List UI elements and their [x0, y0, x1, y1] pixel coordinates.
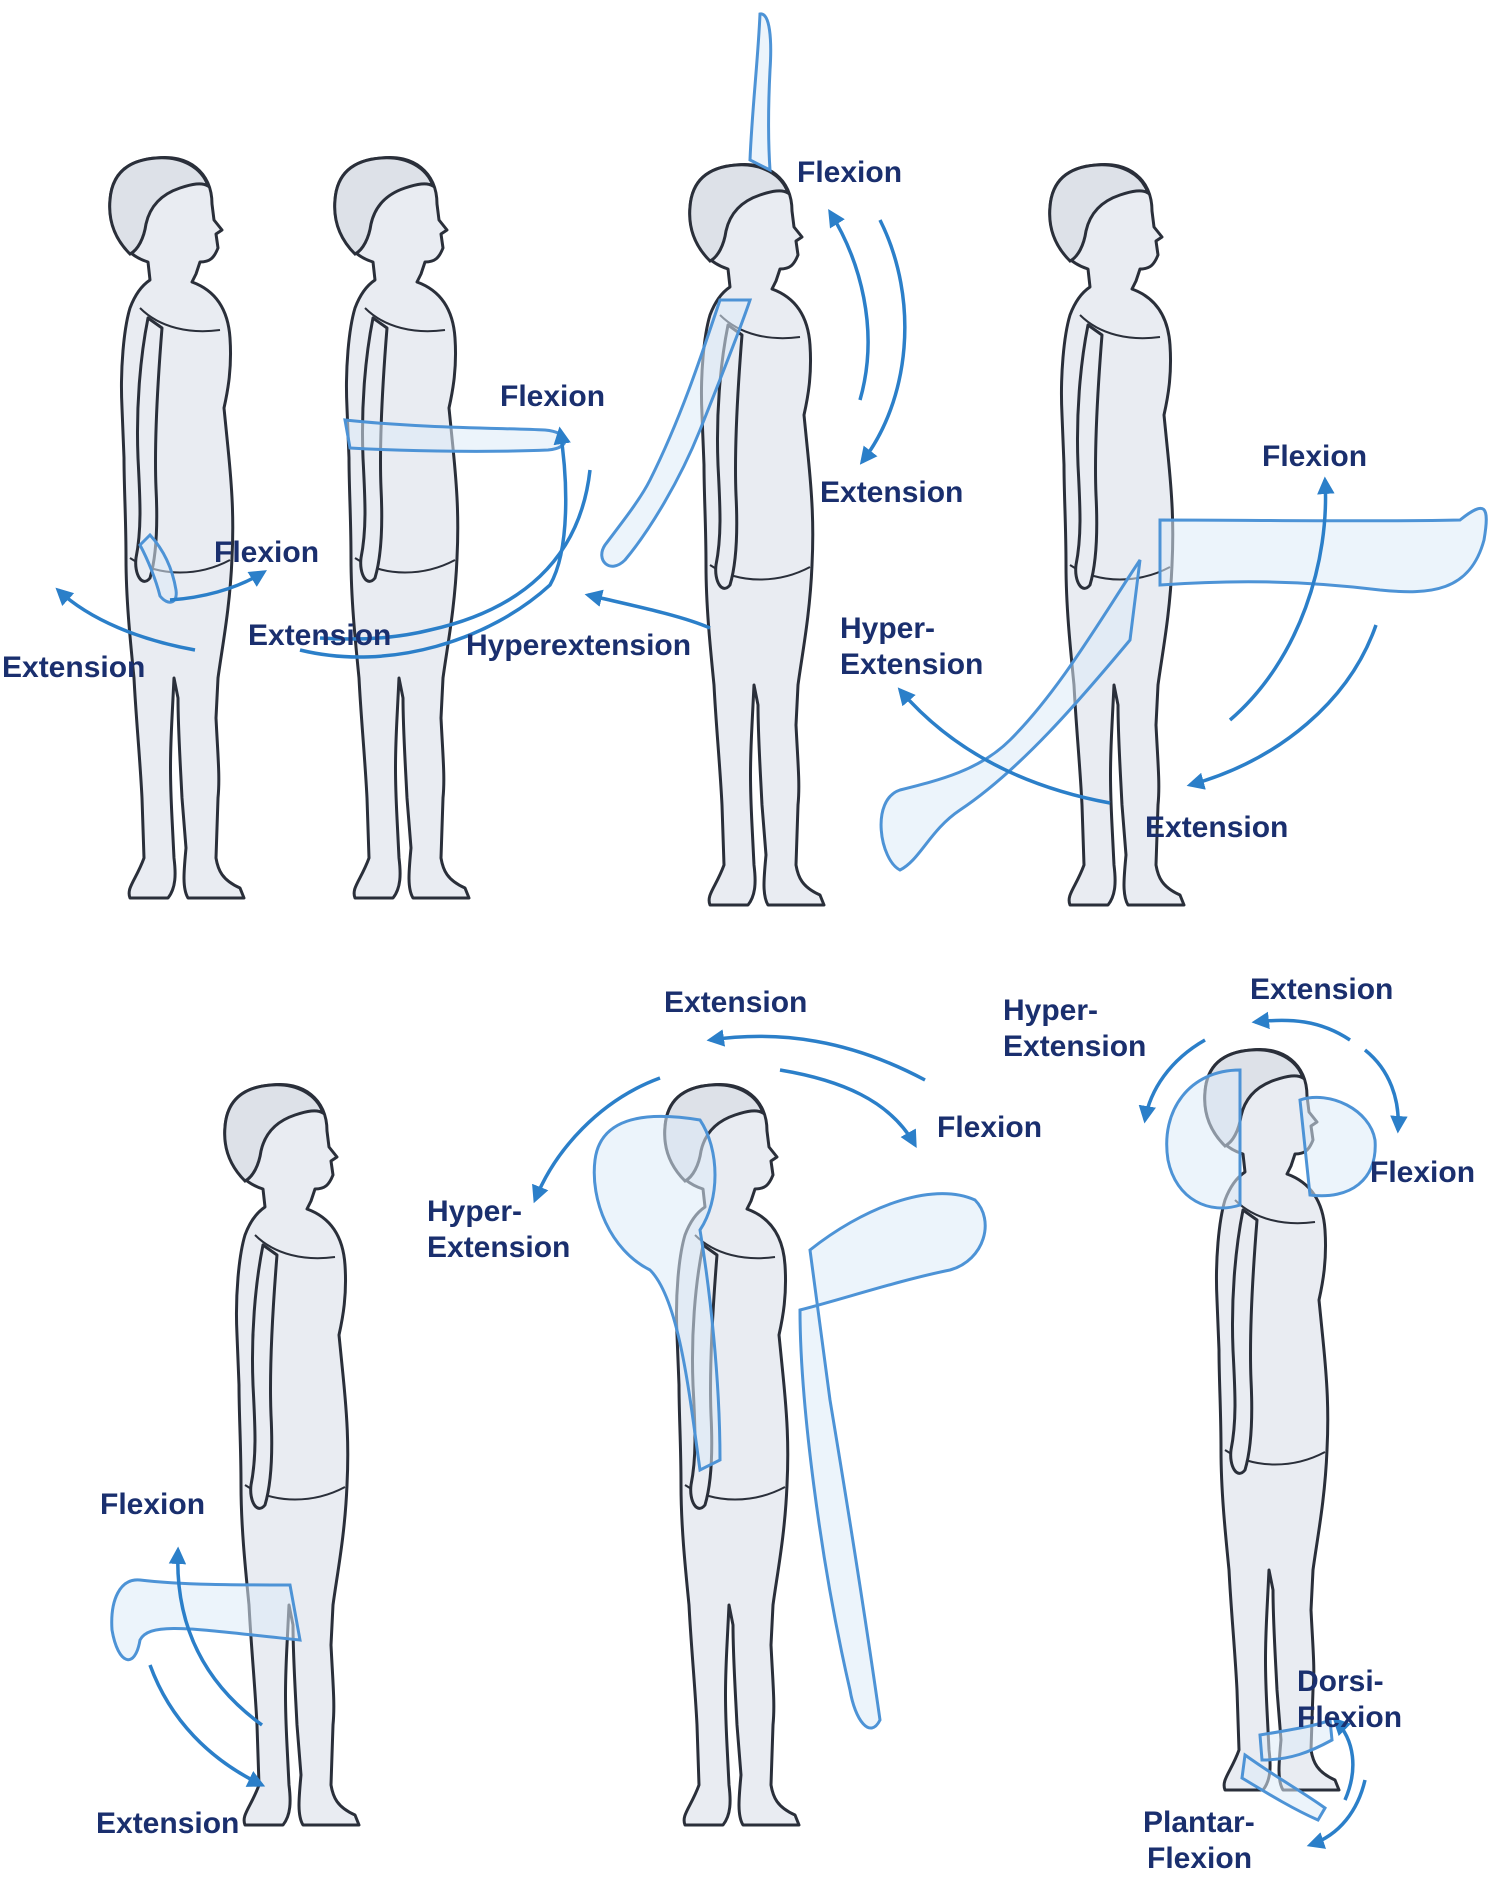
trunk-hyperextension-ghost: [592, 1114, 722, 1473]
ankle-plantar-flexion-label: Flexion: [1147, 1842, 1252, 1875]
ankle-dorsi-label: Dorsi-: [1297, 1665, 1384, 1698]
shoulder-raised-arm-ghost: [748, 12, 773, 173]
hip-extension-label: Extension: [1145, 811, 1288, 844]
elbow-forearm-ghost: [343, 418, 567, 453]
neck-hyperextension-ghost: [1165, 1068, 1242, 1210]
knee-extension-arrow: [148, 1664, 266, 1787]
shoulder-flexion-label: Flexion: [797, 156, 902, 189]
hip-hyper-label: Hyper-: [840, 612, 935, 645]
hip-hyperextension-arrow: [897, 687, 1111, 805]
hip-flexion-label: Flexion: [1262, 440, 1367, 473]
wrist-extension-label: Extension: [2, 651, 145, 684]
trunk-hyper-extension-label: Extension: [427, 1231, 570, 1264]
ankle-plantarflexion-ghost: [1240, 1752, 1327, 1822]
neck-hyperextension-arrow: [1138, 1038, 1206, 1124]
neck-flexion-ghost: [1298, 1095, 1377, 1198]
elbow-flexion-arrow: [299, 426, 571, 659]
wrist-flexion-label: Flexion: [214, 536, 319, 569]
neck-hyper-label: Hyper-: [1003, 994, 1098, 1027]
trunk-hyper-label: Hyper-: [427, 1195, 522, 1228]
ankle-plantar-label: Plantar-: [1143, 1806, 1255, 1839]
knee-lower-leg-ghost: [110, 1578, 302, 1662]
ankle-dorsiflexion-arrow: [1332, 1717, 1355, 1801]
trunk-flexion-label: Flexion: [937, 1111, 1042, 1144]
elbow-flexion-label: Flexion: [500, 380, 605, 413]
neck-extension-label: Extension: [1250, 973, 1393, 1006]
figure-elbow: [299, 155, 592, 900]
knee-extension-label: Extension: [96, 1807, 239, 1840]
shoulder-flexion-arrow: [828, 209, 870, 401]
trunk-extension-label: Extension: [664, 986, 807, 1019]
neck-flexion-label: Flexion: [1370, 1156, 1475, 1189]
shoulder-extension-label: Extension: [820, 476, 963, 509]
shoulder-hyperextension-label: Hyperextension: [466, 629, 691, 662]
hip-flexion-arrow: [1228, 476, 1335, 722]
elbow-extension-label: Extension: [248, 619, 391, 652]
wrist-hand-ghost: [138, 532, 178, 604]
hip-hyper-extension-label: Extension: [840, 648, 983, 681]
figure-trunk: [532, 1029, 987, 1827]
ankle-plantarflexion-arrow: [1306, 1779, 1367, 1849]
hip-back-leg-ghost: [879, 559, 1142, 872]
trunk-flexion-arrow: [779, 1068, 917, 1149]
neck-hyper-extension-label: Extension: [1003, 1030, 1146, 1063]
figure-wrist: [55, 155, 267, 900]
figure-neck-ankle: [1138, 1011, 1408, 1849]
ankle-dorsiflexion-ghost: [1258, 1717, 1334, 1762]
figure-hip: [879, 162, 1488, 907]
shoulder-hyperextension-arrow: [584, 589, 711, 630]
shoulder-extension-arrow: [859, 219, 907, 465]
neck-flexion-arrow: [1363, 1048, 1408, 1134]
knee-flexion-arrow: [168, 1546, 264, 1727]
shoulder-back-arm-ghost: [600, 298, 753, 568]
figure-shoulder: [584, 12, 907, 907]
wrist-flexion-arrow: [169, 570, 267, 602]
trunk-hyperextension-arrow: [532, 1076, 661, 1204]
ankle-dorsi-flexion-label: Flexion: [1297, 1701, 1402, 1734]
knee-flexion-label: Flexion: [100, 1488, 205, 1521]
figure-knee: [110, 1082, 361, 1827]
trunk-extension-arrow: [706, 1029, 926, 1082]
trunk-flexion-ghost: [798, 1192, 987, 1730]
wrist-extension-arrow: [55, 587, 196, 652]
elbow-extension-arc: [319, 469, 592, 641]
neck-extension-arrow: [1251, 1011, 1351, 1042]
hip-extension-arrow: [1186, 624, 1378, 790]
